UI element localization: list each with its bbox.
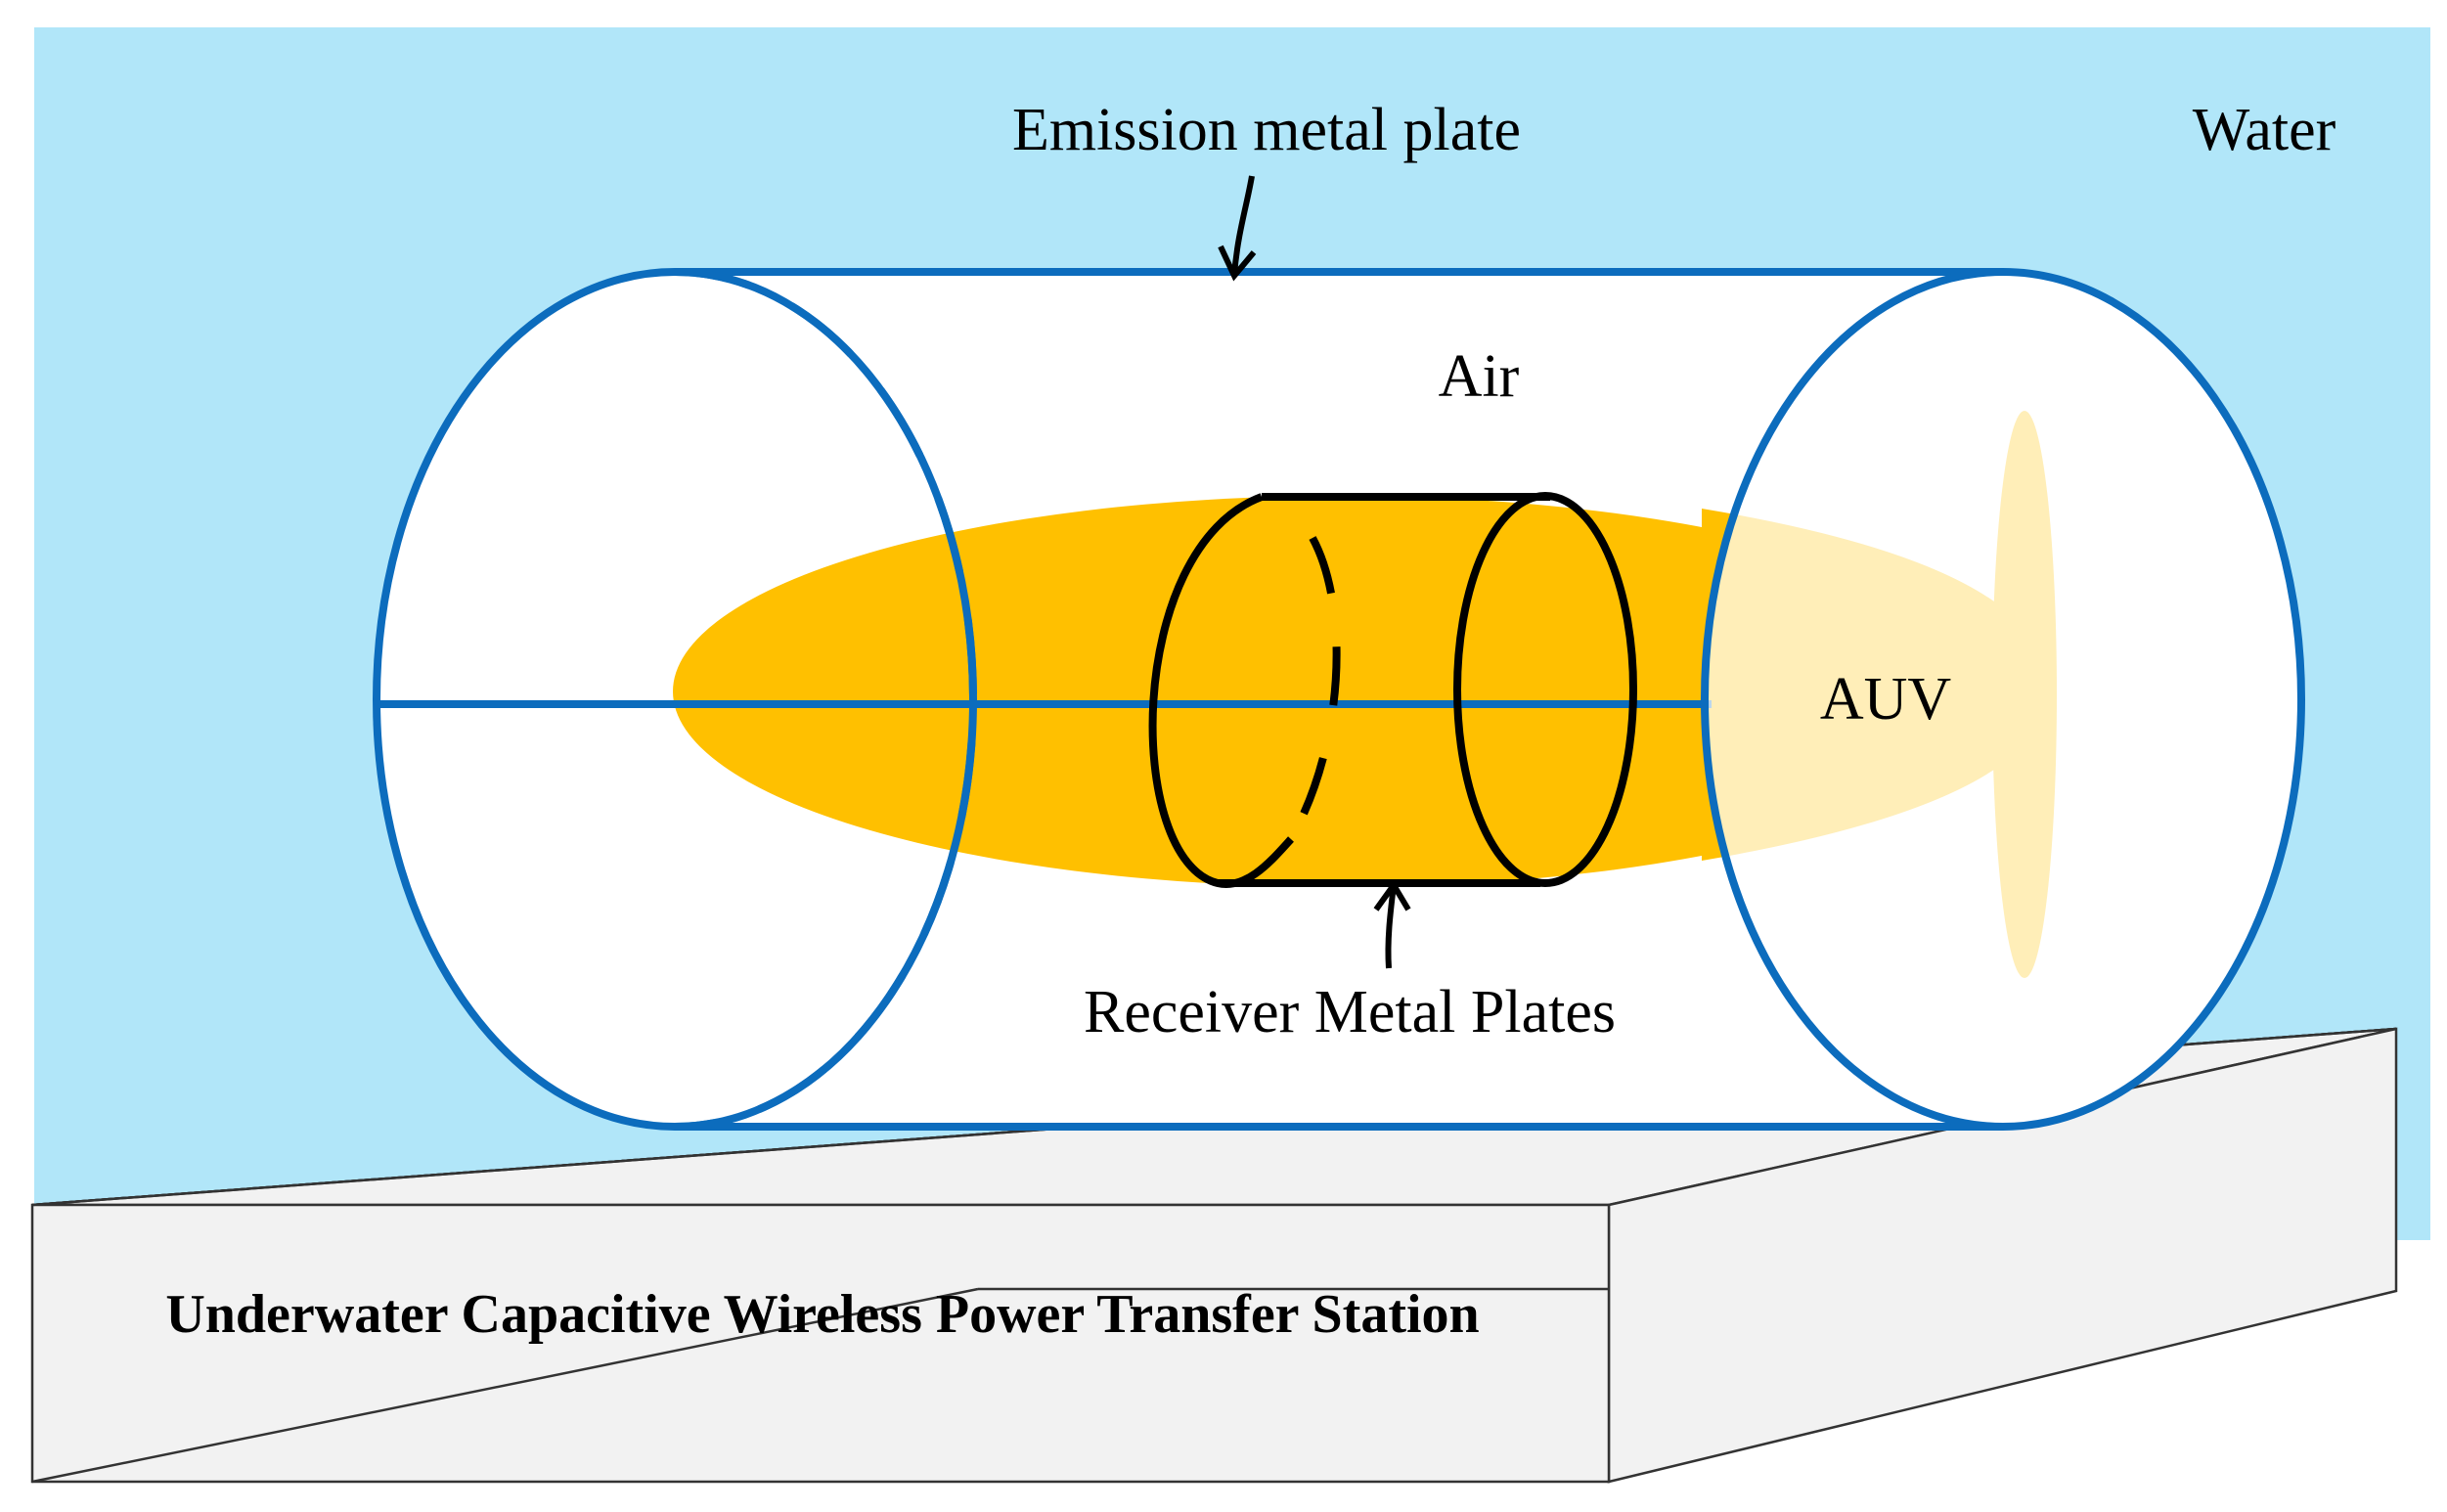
receiver-left-arc bbox=[1148, 493, 1294, 889]
receiver-cylinder bbox=[1148, 492, 1637, 889]
water-label: Water bbox=[2193, 97, 2336, 163]
emission-tube-outline bbox=[373, 268, 2003, 1131]
auv-hull bbox=[673, 496, 2007, 887]
station-front-face bbox=[30, 1203, 1611, 1484]
receiver-hidden-arc bbox=[1287, 536, 1341, 841]
receiver-arrow bbox=[1373, 879, 1411, 969]
receiver-right-cap bbox=[1453, 492, 1637, 887]
tube-right-cap-face bbox=[1705, 272, 2301, 1127]
tube-right-cap bbox=[1701, 268, 2305, 1131]
receiver-plates-label: Receiver Metal Plates bbox=[1084, 979, 1616, 1045]
emission-plate-label: Emission metal plate bbox=[1012, 97, 1521, 163]
station-hidden-edge bbox=[31, 1287, 979, 1484]
emission-arrow bbox=[1218, 175, 1257, 282]
air-label: Air bbox=[1439, 343, 1520, 410]
auv-label: AUV bbox=[1820, 666, 1952, 733]
tube-hidden-arc bbox=[674, 268, 977, 1131]
station-label: Underwater Capacitive Wireless Power Tra… bbox=[165, 1284, 1479, 1345]
